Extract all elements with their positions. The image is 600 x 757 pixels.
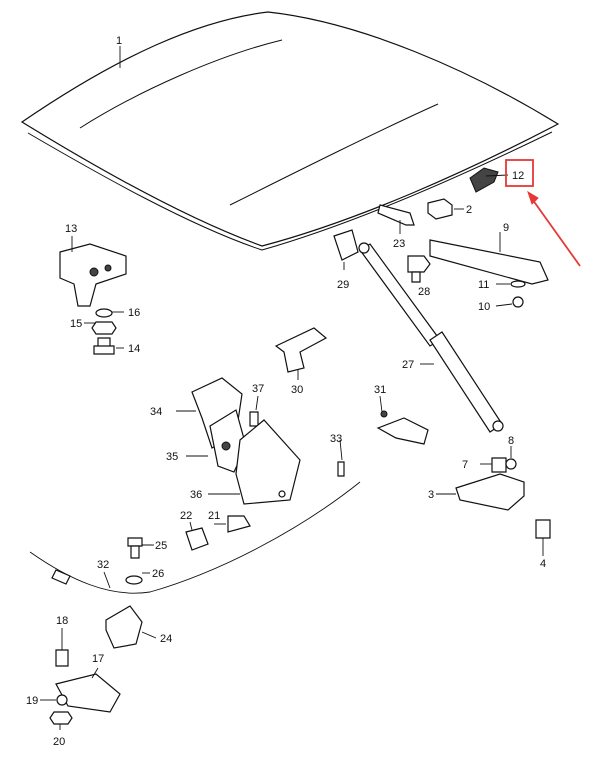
label-27: 27 bbox=[402, 359, 414, 371]
screw bbox=[249, 411, 259, 427]
label-36: 36 bbox=[190, 489, 202, 501]
label-31: 31 bbox=[374, 384, 386, 396]
bolt bbox=[535, 519, 551, 539]
hood-panel bbox=[20, 11, 560, 251]
cover-plate bbox=[235, 419, 301, 505]
label-25: 25 bbox=[155, 540, 167, 552]
mounting-bracket bbox=[274, 327, 328, 373]
cable-clamp bbox=[105, 605, 143, 649]
label-24: 24 bbox=[160, 633, 172, 645]
label-22: 22 bbox=[180, 510, 192, 522]
label-7: 7 bbox=[462, 459, 468, 471]
washer bbox=[95, 308, 113, 318]
label-4: 4 bbox=[540, 558, 546, 570]
label-32: 32 bbox=[97, 559, 109, 571]
hex-bolt bbox=[93, 337, 115, 355]
label-20: 20 bbox=[53, 736, 65, 748]
label-1: 1 bbox=[116, 35, 122, 47]
lock-mechanism bbox=[191, 377, 247, 473]
seal-strip bbox=[377, 204, 415, 226]
label-13: 13 bbox=[65, 223, 77, 235]
label-17: 17 bbox=[92, 653, 104, 665]
hex-nut bbox=[91, 321, 117, 335]
leader-lines bbox=[40, 46, 544, 730]
pin bbox=[337, 461, 345, 477]
lock-bracket bbox=[429, 239, 549, 285]
label-14: 14 bbox=[128, 343, 140, 355]
highlight-box bbox=[505, 159, 534, 187]
label-29: 29 bbox=[337, 279, 349, 291]
label-33: 33 bbox=[330, 433, 342, 445]
gas-strut bbox=[358, 242, 504, 433]
hood-clip bbox=[469, 167, 499, 193]
release-cable bbox=[29, 481, 361, 594]
ball-stud bbox=[407, 255, 431, 283]
stud bbox=[491, 457, 507, 473]
label-8: 8 bbox=[508, 435, 514, 447]
highlight-arrowhead bbox=[527, 190, 539, 205]
hood-hinge bbox=[59, 243, 127, 307]
bolt bbox=[55, 649, 69, 667]
hood-catch bbox=[455, 473, 525, 511]
label-12: 12 bbox=[512, 170, 524, 182]
rubber-bumper bbox=[427, 198, 453, 220]
label-10: 10 bbox=[478, 301, 490, 313]
label-26: 26 bbox=[152, 568, 164, 580]
label-16: 16 bbox=[128, 307, 140, 319]
washer bbox=[56, 694, 68, 706]
part-labels: 1 2 3 4 25 26 7 8 9 10 11 12 13 14 15 16… bbox=[26, 35, 546, 748]
grommet bbox=[185, 527, 209, 551]
latch bbox=[376, 410, 429, 445]
label-28: 28 bbox=[418, 286, 430, 298]
label-11: 11 bbox=[478, 279, 489, 291]
label-18: 18 bbox=[56, 615, 68, 627]
lock-plate bbox=[55, 673, 121, 713]
label-15: 15 bbox=[70, 318, 82, 330]
hex-nut bbox=[49, 711, 73, 725]
washer bbox=[510, 280, 526, 288]
washer bbox=[505, 458, 517, 470]
label-35: 35 bbox=[166, 451, 178, 463]
highlight-annotation bbox=[505, 159, 581, 267]
label-21: 21 bbox=[208, 510, 220, 522]
label-19: 19 bbox=[26, 695, 38, 707]
cable-sleeve bbox=[51, 569, 71, 585]
screw bbox=[512, 296, 524, 308]
bolt bbox=[227, 515, 251, 533]
washer bbox=[125, 575, 143, 585]
label-23: 23 bbox=[393, 238, 405, 250]
bolt bbox=[127, 537, 143, 559]
spring-clip bbox=[333, 229, 359, 261]
label-2: 2 bbox=[466, 204, 472, 216]
highlight-arrow bbox=[529, 195, 581, 267]
label-3: 3 bbox=[428, 489, 434, 501]
label-34: 34 bbox=[150, 406, 162, 418]
label-30: 30 bbox=[291, 384, 303, 396]
label-9: 9 bbox=[503, 222, 509, 234]
label-37: 37 bbox=[252, 383, 264, 395]
